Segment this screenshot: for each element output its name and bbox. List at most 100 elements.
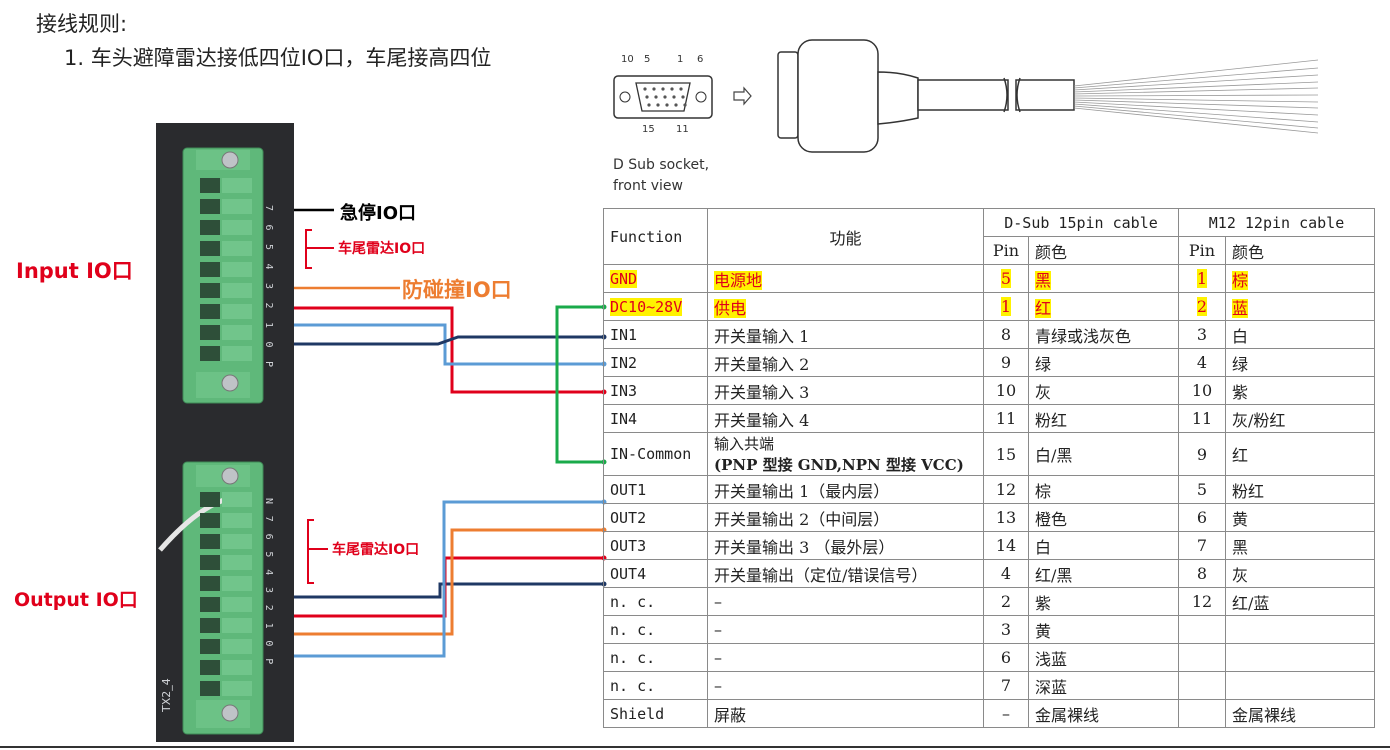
table-cell-m12-color: 黑 <box>1225 531 1375 560</box>
table-cell-dsub-pin: 11 <box>983 404 1029 433</box>
wire-out1 <box>294 500 604 658</box>
header-m12: M12 12pin cable <box>1178 208 1375 237</box>
terminal-slot <box>200 513 220 528</box>
cell-text: 开关量输出（定位/错误信号） <box>714 565 928 585</box>
terminal-screw-face <box>222 639 252 654</box>
cell-text: 1 <box>1000 297 1012 316</box>
caption-line1: D Sub socket, <box>613 157 710 173</box>
rear-radar-out-bracket <box>307 519 314 584</box>
cell-text: 棕 <box>1232 270 1249 290</box>
cell-text: 绿 <box>1035 354 1052 374</box>
page-title: 接线规则: <box>36 12 128 36</box>
terminal-screw-face <box>222 576 252 591</box>
table-cell-dsub-pin: 15 <box>983 432 1029 476</box>
table-cell-desc: 开关量输入 4 <box>707 404 984 433</box>
cell-text: 开关量输入 3 <box>714 382 810 402</box>
cell-text: 黑 <box>1035 270 1052 290</box>
cell-text: 紫 <box>1232 382 1249 402</box>
table-cell-dsub-pin: 9 <box>983 348 1029 377</box>
cell-text: 白 <box>1035 537 1052 557</box>
table-cell-dsub-color: 金属裸线 <box>1028 699 1179 728</box>
terminal-pin-number: 6 <box>263 534 274 540</box>
table-cell-dsub-color: 橙色 <box>1028 503 1179 532</box>
table-cell-function: IN4 <box>603 404 708 433</box>
cell-text: 5 <box>1000 269 1012 288</box>
table-cell-dsub-pin: 5 <box>983 264 1029 293</box>
table-cell-dsub-pin: 4 <box>983 559 1029 588</box>
table-cell-function: n. c. <box>603 615 708 644</box>
cell-text: 橙色 <box>1035 509 1068 529</box>
cell-text: n. c. <box>610 676 656 695</box>
terminal-screw-face <box>222 220 252 235</box>
cell-text: 浅蓝 <box>1035 649 1068 669</box>
cell-text: 棕 <box>1035 481 1052 501</box>
table-cell-desc: – <box>707 587 984 616</box>
terminal-slot <box>200 241 220 256</box>
cell-text: 8 <box>1196 564 1208 583</box>
terminal-slot <box>200 534 220 549</box>
terminal-slot <box>200 346 220 361</box>
terminal-slot <box>200 178 220 193</box>
terminal-pin-number: 3 <box>263 283 274 289</box>
header-function: Function <box>603 208 708 265</box>
header-dsub: D-Sub 15pin cable <box>983 208 1179 237</box>
cell-text: 15 <box>995 444 1017 464</box>
cell-text: 9 <box>1196 444 1208 464</box>
cell-text: IN1 <box>610 325 638 344</box>
terminal-pin-number: 7 <box>263 205 274 211</box>
terminal-pin-number: 2 <box>263 303 274 309</box>
table-cell-m12-color: 棕 <box>1225 264 1375 293</box>
cell-text: 10 <box>995 381 1017 400</box>
cell-text: n. c. <box>610 648 656 667</box>
header-pin-m12: Pin <box>1178 236 1226 265</box>
table-cell-desc: 开关量输出（定位/错误信号） <box>707 559 984 588</box>
cell-text: 3 <box>1000 620 1012 639</box>
terminal-slot <box>200 555 220 570</box>
cell-text: 开关量输出 2（中间层） <box>714 509 890 529</box>
table-cell-m12-color <box>1225 615 1375 644</box>
table-cell-dsub-pin: 8 <box>983 320 1029 349</box>
wire-out3 <box>294 556 604 618</box>
table-cell-m12-color: 灰 <box>1225 559 1375 588</box>
terminal-screw-face <box>222 241 252 256</box>
bottom-border <box>0 746 1390 748</box>
cell-text: 2 <box>1196 297 1208 316</box>
side-code-label: TX2_4 <box>160 678 173 712</box>
cell-text: DC10~28V <box>610 297 683 316</box>
terminal-pin-number: P <box>263 361 274 367</box>
table-cell-m12-color: 粉红 <box>1225 475 1375 504</box>
cell-text: 开关量输入 2 <box>714 354 810 374</box>
cell-text: 3 <box>1196 325 1208 344</box>
terminal-slot <box>200 681 220 696</box>
cell-text: 输入共端 <box>714 435 775 453</box>
cell-text: 11 <box>1191 409 1213 428</box>
table-cell-m12-color: 绿 <box>1225 348 1375 377</box>
terminal-slot <box>200 220 220 235</box>
terminal-pin-number: 5 <box>263 244 274 250</box>
cell-text: 开关量输出 3 （最外层） <box>714 537 895 557</box>
cell-text: 1 <box>1196 269 1208 288</box>
cell-text: 黄 <box>1232 509 1249 529</box>
table-cell-dsub-color: 深蓝 <box>1028 671 1179 700</box>
pin-label-1: 1 <box>677 54 684 65</box>
table-cell-dsub-pin: 6 <box>983 643 1029 672</box>
cell-text: 蓝 <box>1232 298 1249 318</box>
table-cell-desc: 开关量输出 2（中间层） <box>707 503 984 532</box>
cell-text: 4 <box>1196 353 1208 372</box>
table-cell-dsub-color: 红 <box>1028 292 1179 321</box>
cell-text: 金属裸线 <box>1035 705 1100 725</box>
cell-text: OUT2 <box>610 508 647 527</box>
table-cell-m12-pin: 6 <box>1178 503 1226 532</box>
pin-label-6: 6 <box>697 54 704 65</box>
cell-text: 5 <box>1196 480 1208 499</box>
table-cell-desc: – <box>707 615 984 644</box>
wire-in2 <box>294 323 604 366</box>
table-cell-dsub-pin: 2 <box>983 587 1029 616</box>
